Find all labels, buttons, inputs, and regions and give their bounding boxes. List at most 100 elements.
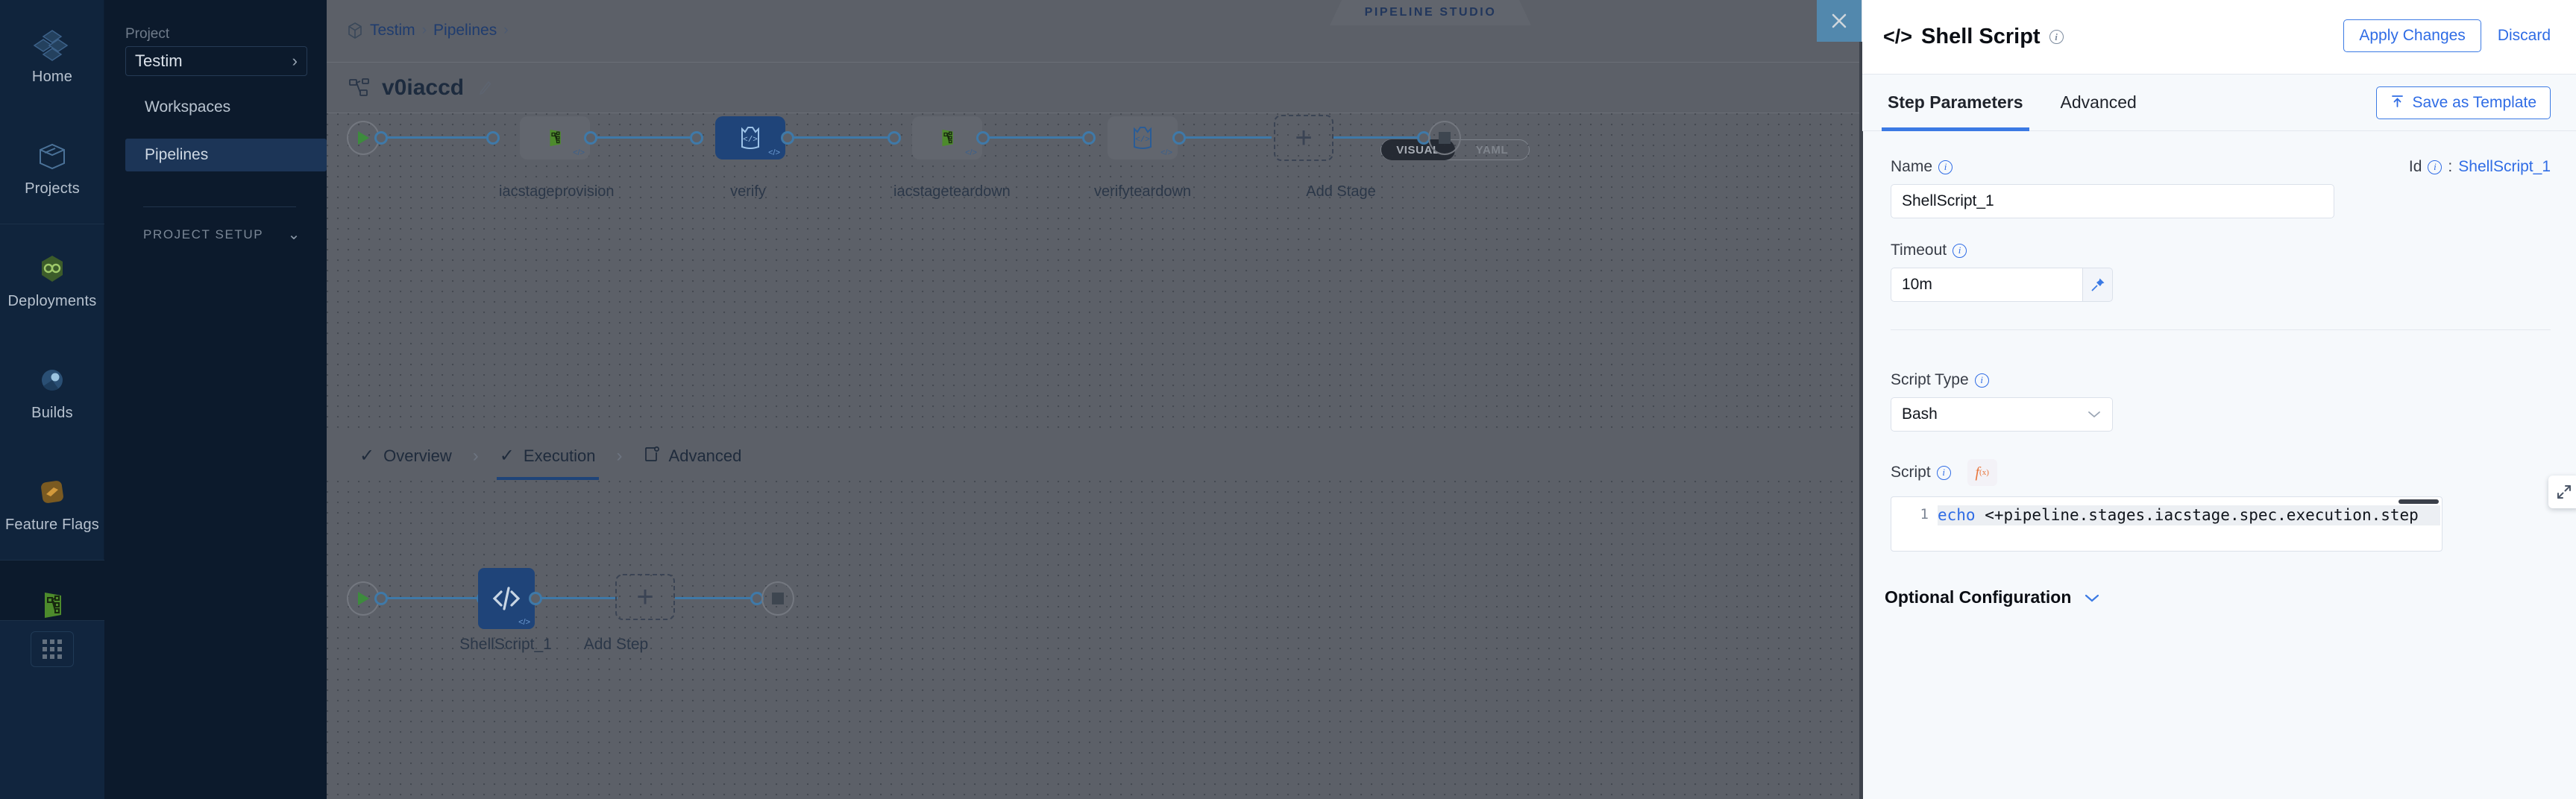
script-type-select[interactable]: Bash: [1891, 397, 2113, 432]
tab-execution[interactable]: ✓ Execution: [483, 432, 612, 480]
stage-node-verify[interactable]: </> </>: [715, 116, 785, 160]
pin-icon[interactable]: [2083, 268, 2113, 302]
step-node-shellscript-1[interactable]: </>: [478, 568, 535, 629]
stage-node-iacstageprovision[interactable]: </>: [520, 116, 590, 160]
name-input[interactable]: ShellScript_1: [1891, 184, 2334, 218]
optional-configuration-section[interactable]: Optional Configuration: [1885, 587, 2101, 607]
wire-3-4: [987, 136, 1086, 139]
rail-footer: [0, 620, 104, 799]
drawer-title-text: Shell Script: [1921, 25, 2041, 48]
stage-1-in-port[interactable]: [486, 131, 500, 145]
stop-icon: [1439, 132, 1451, 144]
discard-button[interactable]: Discard: [2497, 27, 2551, 44]
code-angle-icon: </>: [1883, 25, 1913, 48]
step-end-node[interactable]: [761, 581, 794, 616]
script-type-label: Script Type i: [1891, 371, 2113, 389]
id-readonly-group: Id i : ShellScript_1: [2409, 158, 2551, 176]
sidebar-item-feature-flags[interactable]: Feature Flags: [0, 448, 104, 560]
stage-4-in-port[interactable]: [1082, 131, 1096, 145]
wire-add-end: [1333, 136, 1419, 139]
info-icon[interactable]: i: [2049, 30, 2064, 44]
close-icon: [1832, 13, 1847, 28]
code-keyword: echo: [1938, 506, 1976, 524]
save-as-template-button[interactable]: Save as Template: [2376, 86, 2551, 119]
breadcrumb-item-pipelines[interactable]: Pipelines: [433, 22, 497, 39]
stage-2-in-port[interactable]: [690, 131, 703, 145]
top-bar: Testim › Pipelines › PIPELINE STUDIO: [327, 0, 1862, 63]
toggle-option-yaml[interactable]: YAML: [1455, 139, 1529, 160]
stage-canvas[interactable]: </> iacstageprovision </> </> verify: [327, 113, 1862, 432]
add-stage-button[interactable]: +: [1274, 115, 1333, 161]
tab-overview-label: Overview: [383, 446, 452, 465]
wire-start-1: [386, 136, 487, 139]
project-selector[interactable]: Testim ›: [125, 46, 307, 76]
script-label-text: Script: [1891, 464, 1931, 481]
sidebar-item-deployments[interactable]: Deployments: [0, 224, 104, 336]
sidebar-label-builds: Builds: [31, 405, 73, 421]
tab-advanced[interactable]: Advanced: [627, 432, 758, 480]
apply-changes-button[interactable]: Apply Changes: [2343, 19, 2481, 52]
infrastructure-icon: [550, 129, 561, 147]
info-icon[interactable]: i: [1938, 160, 1953, 174]
breadcrumb-item-testim[interactable]: Testim: [370, 22, 415, 39]
tab-execution-label: Execution: [523, 446, 596, 465]
info-icon[interactable]: i: [1936, 465, 1951, 480]
expand-editor-button[interactable]: [2548, 476, 2576, 508]
info-icon[interactable]: i: [1953, 243, 1967, 258]
check-icon: ✓: [359, 446, 375, 466]
info-icon[interactable]: i: [2428, 160, 2443, 174]
stage-tab-bar: ✓ Overview › ✓ Execution › Advanced: [327, 432, 1862, 480]
drawer-body: Name i Id i : ShellScript_1 ShellScript_…: [1862, 131, 2576, 799]
pipeline-end-node[interactable]: [1428, 121, 1461, 155]
line-number: 1: [1920, 506, 1929, 522]
step-canvas[interactable]: </> ShellScript_1 + Add Step: [327, 481, 1862, 799]
stage-3-in-port[interactable]: [888, 131, 901, 145]
step-node-row: </> ShellScript_1 + Add Step: [327, 481, 1862, 799]
sidebar-item-builds[interactable]: Builds: [0, 336, 104, 448]
close-drawer-button[interactable]: [1817, 0, 1862, 42]
stage-label-verify: verify: [730, 183, 766, 200]
tab-step-parameters[interactable]: Step Parameters: [1882, 75, 2029, 131]
step-label-shellscript-1: ShellScript_1: [459, 636, 552, 653]
drawer-left-edge: [1859, 42, 1863, 799]
box-icon: [33, 139, 72, 174]
tab-overview[interactable]: ✓ Overview: [343, 432, 468, 480]
sidebar-item-pipelines[interactable]: Pipelines: [125, 139, 327, 171]
info-icon[interactable]: i: [1974, 373, 1989, 388]
breadcrumb-separator-1: ›: [421, 22, 427, 38]
add-step-button[interactable]: +: [615, 574, 675, 620]
project-label: Project: [125, 26, 170, 42]
section-divider: [1891, 329, 2551, 330]
verify-icon: </>: [1134, 127, 1152, 149]
sidebar-label-deployments: Deployments: [7, 293, 97, 309]
drawer-tab-bar: Step Parameters Advanced Save as Templat…: [1862, 75, 2576, 131]
svg-text:</>: </>: [1135, 136, 1150, 145]
pencil-icon[interactable]: [477, 80, 492, 96]
infinity-hex-icon: [33, 252, 72, 286]
tab-drawer-advanced[interactable]: Advanced: [2060, 92, 2137, 112]
check-icon: ✓: [499, 446, 515, 466]
editor-horizontal-scrollbar[interactable]: [2398, 499, 2439, 504]
sidebar-item-home[interactable]: Home: [0, 0, 104, 112]
advanced-icon: [644, 446, 660, 467]
script-code-editor[interactable]: 1 echo <+pipeline.stages.iacstage.spec.e…: [1891, 496, 2443, 552]
project-selector-value: Testim: [135, 51, 183, 70]
project-panel: Project Testim › Workspaces Pipelines PR…: [104, 0, 327, 799]
sidebar-item-projects[interactable]: Projects: [0, 112, 104, 224]
stage-label-iacstageteardown: iacstageteardown: [893, 183, 1011, 200]
sidebar-label-projects: Projects: [25, 180, 80, 197]
grid-apps-icon[interactable]: [31, 631, 74, 667]
stage-node-verifyteardown[interactable]: </> </>: [1108, 116, 1178, 160]
grid-dots: [43, 639, 62, 659]
svg-text:</>: </>: [743, 136, 758, 145]
sidebar-item-workspaces[interactable]: Workspaces: [125, 91, 327, 124]
editor-code-line[interactable]: echo <+pipeline.stages.iacstage.spec.exe…: [1938, 505, 2440, 525]
add-step-plus: +: [636, 581, 654, 613]
timeout-input[interactable]: 10m: [1891, 268, 2083, 302]
add-stage-plus: +: [1295, 121, 1313, 154]
stage-node-iacstageteardown[interactable]: </>: [912, 116, 982, 160]
expression-fx-button[interactable]: f(x): [1967, 459, 1997, 486]
project-setup-section[interactable]: PROJECT SETUP ⌄: [143, 225, 301, 244]
stop-icon: [772, 593, 784, 604]
